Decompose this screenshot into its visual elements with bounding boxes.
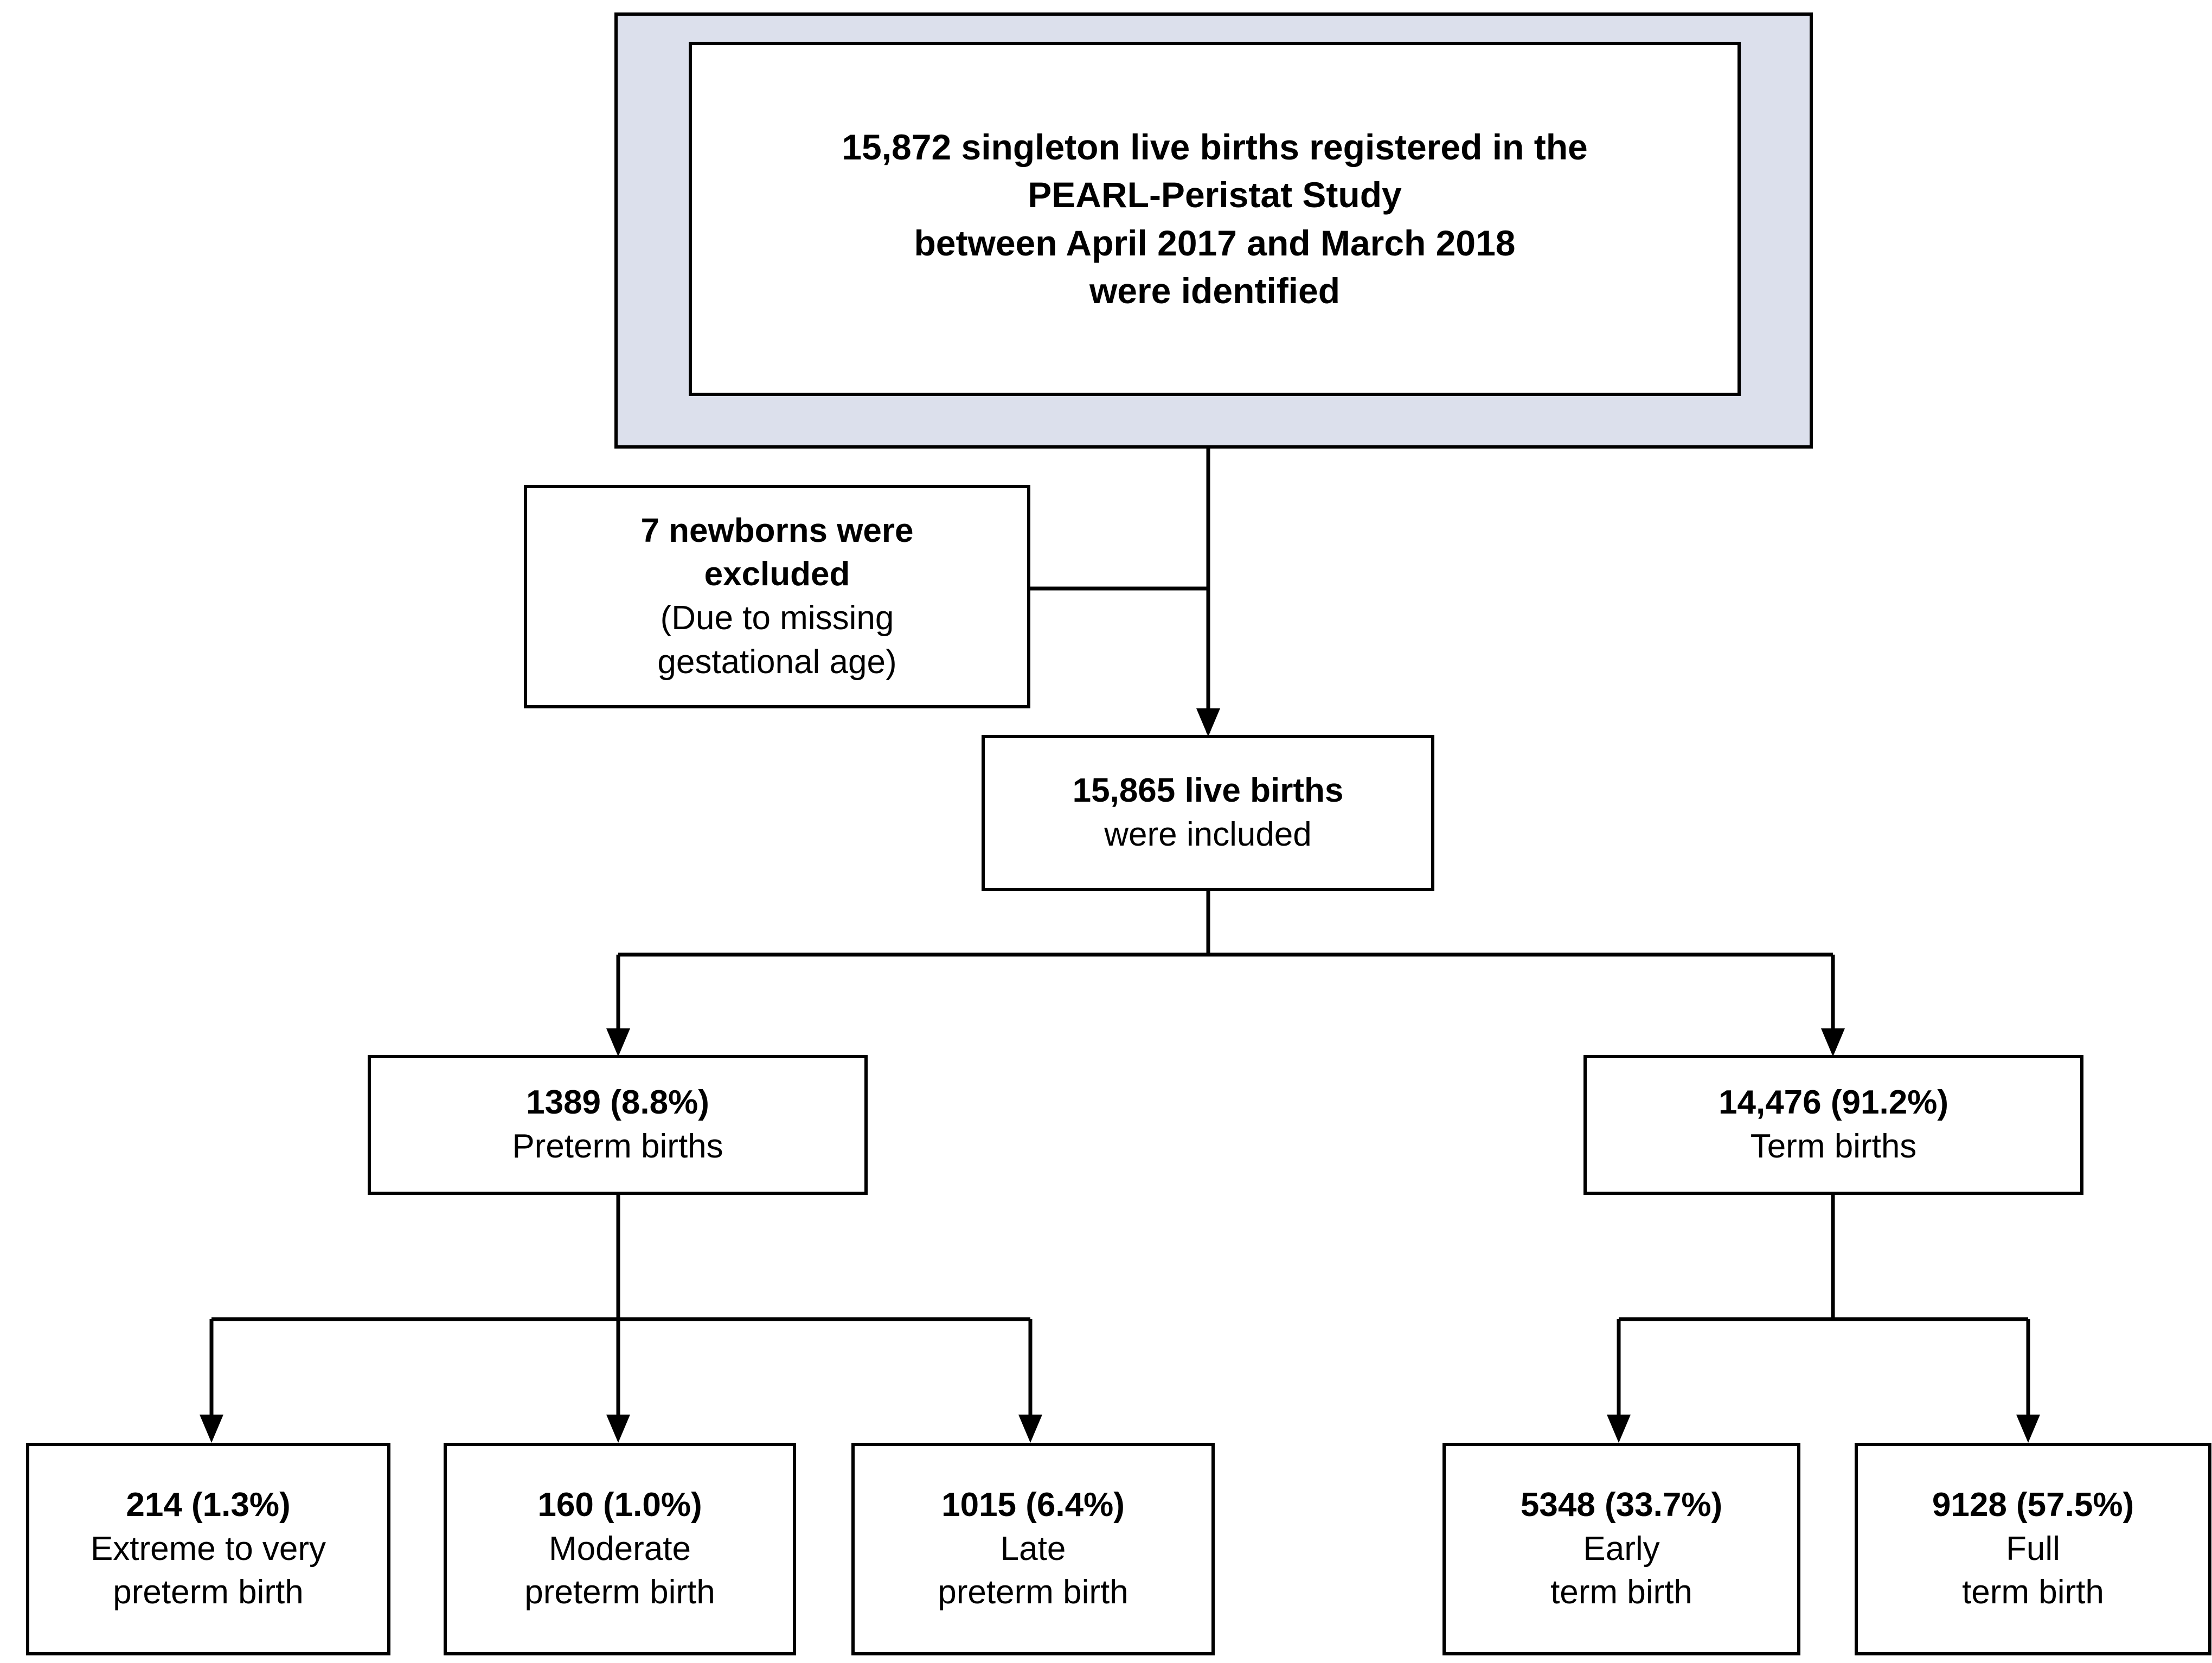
node-moderate-preterm-birth: 160 (1.0%) Moderate preterm birth bbox=[444, 1443, 796, 1655]
excluded-line-1: 7 newborns were bbox=[640, 511, 914, 549]
node-late-preterm-birth: 1015 (6.4%) Late preterm birth bbox=[851, 1443, 1215, 1655]
arrowhead-early-term bbox=[1607, 1415, 1631, 1443]
node-preterm-births: 1389 (8.8%) Preterm births bbox=[368, 1055, 868, 1195]
late-preterm-count: 1015 (6.4%) bbox=[941, 1486, 1125, 1524]
full-term-count: 9128 (57.5%) bbox=[1932, 1486, 2134, 1524]
late-preterm-label-line-1: Late bbox=[1000, 1530, 1066, 1568]
moderate-preterm-label-line-1: Moderate bbox=[549, 1530, 691, 1568]
arrowhead-moderate-preterm bbox=[606, 1415, 630, 1443]
preterm-count: 1389 (8.8%) bbox=[526, 1084, 709, 1122]
term-label: Term births bbox=[1750, 1128, 1917, 1165]
excluded-line-2: excluded bbox=[704, 555, 850, 593]
node-included: 15,865 live births were included bbox=[982, 735, 1434, 891]
early-term-label-line-2: term birth bbox=[1550, 1574, 1692, 1611]
arrowhead-term bbox=[1821, 1028, 1845, 1057]
identified-line-4: were identified bbox=[1089, 270, 1341, 311]
node-identified: 15,872 singleton live births registered … bbox=[689, 42, 1741, 396]
included-line-1: 15,865 live births bbox=[1072, 772, 1344, 810]
term-count: 14,476 (91.2%) bbox=[1719, 1084, 1948, 1122]
node-full-term-birth: 9128 (57.5%) Full term birth bbox=[1855, 1443, 2211, 1655]
extreme-very-preterm-label-line-2: preterm birth bbox=[113, 1574, 304, 1611]
arrowhead-full-term bbox=[2016, 1415, 2040, 1443]
node-early-term-birth: 5348 (33.7%) Early term birth bbox=[1442, 1443, 1800, 1655]
arrowhead-extreme-very-preterm bbox=[200, 1415, 223, 1443]
identified-line-2: PEARL-Peristat Study bbox=[1028, 175, 1402, 215]
early-term-count: 5348 (33.7%) bbox=[1520, 1486, 1723, 1524]
included-line-2: were included bbox=[1104, 816, 1312, 853]
identified-line-3: between April 2017 and March 2018 bbox=[914, 222, 1516, 263]
extreme-very-preterm-label-line-1: Extreme to very bbox=[90, 1530, 326, 1568]
full-term-label-line-2: term birth bbox=[1962, 1574, 2104, 1611]
late-preterm-label-line-2: preterm birth bbox=[938, 1574, 1129, 1611]
early-term-label-line-1: Early bbox=[1583, 1530, 1660, 1568]
arrowhead-late-preterm bbox=[1018, 1415, 1042, 1443]
excluded-line-4: gestational age) bbox=[657, 643, 897, 681]
excluded-line-3: (Due to missing bbox=[660, 599, 894, 637]
node-extreme-to-very-preterm-birth: 214 (1.3%) Extreme to very preterm birth bbox=[26, 1443, 390, 1655]
moderate-preterm-label-line-2: preterm birth bbox=[524, 1574, 715, 1611]
extreme-very-preterm-count: 214 (1.3%) bbox=[126, 1486, 291, 1524]
full-term-label-line-1: Full bbox=[2006, 1530, 2060, 1568]
preterm-label: Preterm births bbox=[512, 1128, 723, 1165]
identified-line-1: 15,872 singleton live births registered … bbox=[842, 126, 1588, 167]
node-excluded: 7 newborns were excluded (Due to missing… bbox=[524, 485, 1030, 708]
arrowhead-included bbox=[1196, 708, 1220, 737]
node-term-births: 14,476 (91.2%) Term births bbox=[1583, 1055, 2083, 1195]
moderate-preterm-count: 160 (1.0%) bbox=[537, 1486, 702, 1524]
arrowhead-preterm bbox=[606, 1028, 630, 1057]
